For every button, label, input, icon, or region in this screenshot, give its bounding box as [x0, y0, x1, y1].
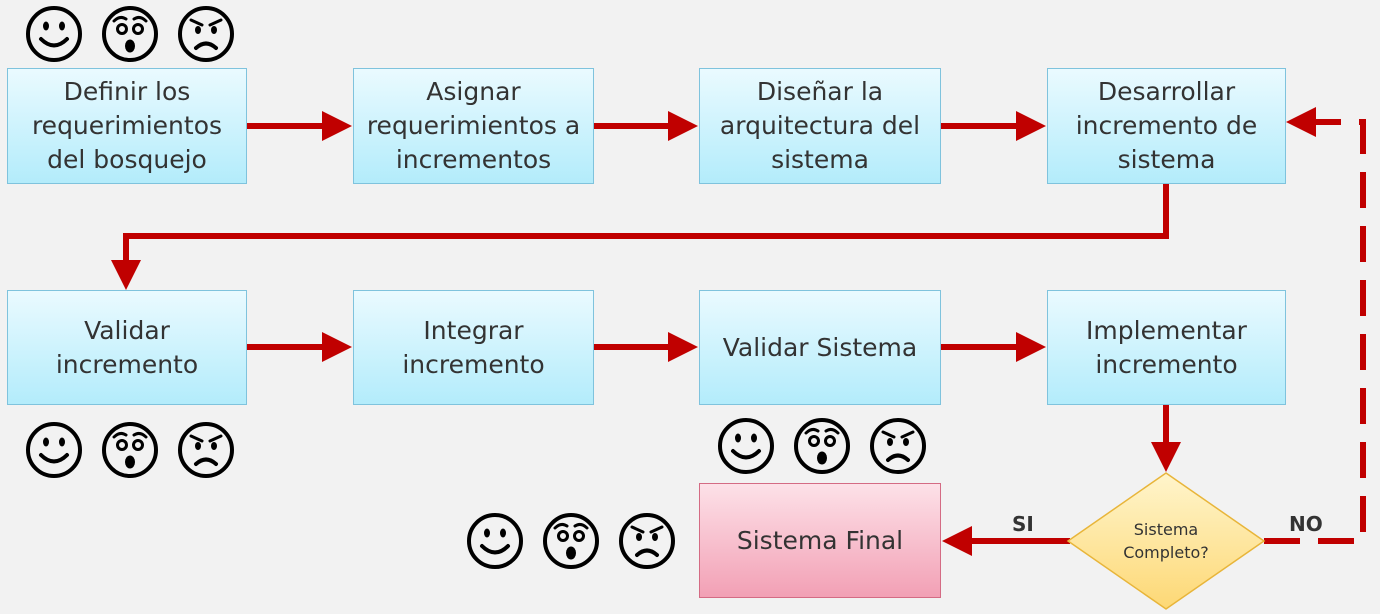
- frowning-face-icon: [619, 513, 675, 569]
- step-definir: Definir los requerimientos del bosquejo: [7, 68, 247, 184]
- step-validar-sistema-label: Validar Sistema: [722, 332, 918, 362]
- faces-group-final: [465, 511, 677, 571]
- smiling-face-icon: [26, 6, 82, 62]
- step-implementar-label: Implementar incremento: [1086, 315, 1247, 379]
- step-validar-sistema: Validar Sistema: [699, 290, 941, 405]
- astonished-face-icon: [543, 513, 599, 569]
- astonished-face-icon: [794, 418, 850, 474]
- step-asignar-label: Asignar requerimientos a incrementos: [366, 77, 581, 174]
- frowning-face-icon: [870, 418, 926, 474]
- step-integrar: Integrar incremento: [353, 290, 594, 405]
- frowning-face-icon: [178, 6, 234, 62]
- astonished-face-icon: [102, 6, 158, 62]
- step-integrar-label: Integrar incremento: [402, 315, 545, 379]
- step-desarrollar-label: Desarrollar incremento de sistema: [1075, 77, 1258, 174]
- step-definir-label: Definir los requerimientos del bosquejo: [31, 77, 223, 174]
- decision-label: Sistema Completo?: [1123, 520, 1209, 562]
- smiling-face-icon: [718, 418, 774, 474]
- frowning-face-icon: [178, 422, 234, 478]
- step-asignar: Asignar requerimientos a incrementos: [353, 68, 594, 184]
- step-disenar: Diseñar la arquitectura del sistema: [699, 68, 941, 184]
- final-system-label: Sistema Final: [736, 525, 904, 555]
- step-implementar: Implementar incremento: [1047, 290, 1286, 405]
- smiling-face-icon: [26, 422, 82, 478]
- arrow-desarrollar-validar: [111, 184, 1169, 290]
- step-validar-incremento-label: Validar incremento: [55, 315, 199, 379]
- step-disenar-label: Diseñar la arquitectura del sistema: [719, 77, 921, 174]
- branch-yes-label: SI: [1012, 512, 1034, 536]
- arrow-decision-loop-back: [1264, 107, 1366, 544]
- branch-no-label: NO: [1289, 512, 1323, 536]
- faces-group-validar: [24, 420, 236, 480]
- astonished-face-icon: [102, 422, 158, 478]
- faces-group-sistema: [716, 416, 928, 476]
- smiling-face-icon: [467, 513, 523, 569]
- final-system-box: Sistema Final: [699, 483, 941, 598]
- decision-diamond: [1066, 472, 1266, 610]
- step-validar-incremento: Validar incremento: [7, 290, 247, 405]
- step-desarrollar: Desarrollar incremento de sistema: [1047, 68, 1286, 184]
- faces-group-top: [24, 4, 236, 64]
